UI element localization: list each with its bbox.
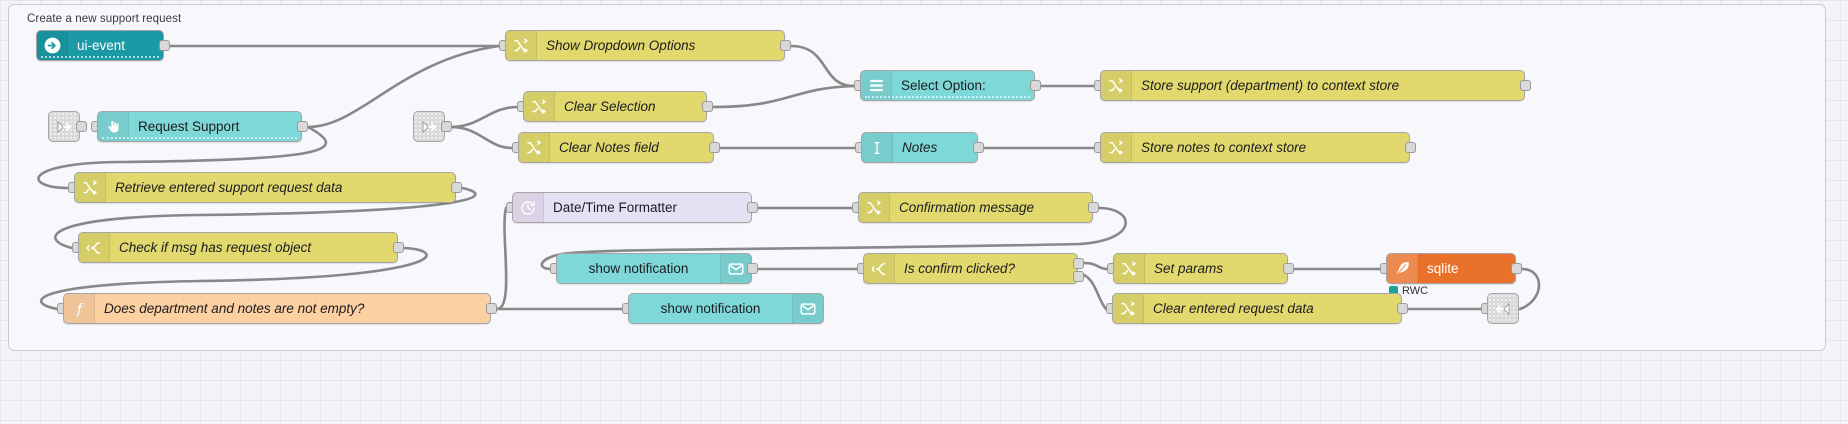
node-clear-entered-request-data[interactable]: Clear entered request data bbox=[1112, 293, 1402, 324]
node-label: Store notes to context store bbox=[1141, 140, 1307, 155]
change-icon bbox=[524, 92, 555, 121]
change-icon bbox=[506, 31, 537, 60]
node-is-confirm-clicked[interactable]: Is confirm clicked? bbox=[863, 253, 1078, 284]
node-label: Clear Notes field bbox=[559, 140, 659, 155]
feather-icon bbox=[1387, 254, 1418, 283]
change-icon bbox=[75, 173, 106, 202]
switch-icon bbox=[864, 254, 895, 283]
node-label: Does department and notes are not empty? bbox=[104, 301, 365, 316]
node-check-msg-request-object[interactable]: Check if msg has request object bbox=[78, 232, 398, 263]
change-icon bbox=[1101, 133, 1132, 162]
output-port[interactable] bbox=[1520, 80, 1531, 91]
link-in-node-request[interactable] bbox=[48, 111, 80, 142]
output-port[interactable] bbox=[1030, 80, 1041, 91]
node-label: Clear entered request data bbox=[1153, 301, 1314, 316]
node-label: Check if msg has request object bbox=[119, 240, 312, 255]
switch-icon bbox=[79, 233, 110, 262]
node-label: Set params bbox=[1154, 261, 1224, 276]
link-output-port[interactable] bbox=[76, 121, 87, 132]
node-label: Confirmation message bbox=[899, 200, 1035, 215]
node-notes[interactable]: Notes bbox=[861, 132, 978, 163]
group-label: Create a new support request bbox=[27, 13, 182, 25]
node-sqlite[interactable]: sqlite bbox=[1386, 253, 1516, 284]
link-in-node-clear[interactable] bbox=[413, 111, 445, 142]
function-icon: f bbox=[64, 294, 95, 323]
output-port[interactable] bbox=[393, 242, 404, 253]
node-set-params[interactable]: Set params bbox=[1113, 253, 1288, 284]
node-label: sqlite bbox=[1427, 261, 1459, 276]
output-port[interactable] bbox=[1397, 303, 1408, 314]
node-dashed-edge bbox=[102, 137, 297, 139]
node-label: ui-event bbox=[77, 38, 126, 53]
output-port[interactable] bbox=[747, 202, 758, 213]
output-port[interactable] bbox=[1511, 263, 1522, 274]
node-clear-notes-field[interactable]: Clear Notes field bbox=[518, 132, 714, 163]
node-store-notes-to-context[interactable]: Store notes to context store bbox=[1100, 132, 1410, 163]
envelope-icon bbox=[792, 294, 823, 323]
output-port-1[interactable] bbox=[1073, 258, 1084, 269]
node-confirmation-message[interactable]: Confirmation message bbox=[858, 192, 1093, 223]
text-cursor-icon bbox=[862, 133, 893, 162]
status-indicator bbox=[1389, 286, 1398, 295]
link-output-port[interactable] bbox=[441, 121, 452, 132]
link-out-node-end[interactable] bbox=[1487, 293, 1519, 324]
output-port[interactable] bbox=[159, 40, 170, 51]
output-port[interactable] bbox=[709, 142, 720, 153]
node-label: Clear Selection bbox=[564, 99, 656, 114]
status-label: RWC bbox=[1402, 285, 1429, 297]
change-icon bbox=[519, 133, 550, 162]
node-show-notification-2[interactable]: show notification bbox=[628, 293, 824, 324]
node-show-dropdown-options[interactable]: Show Dropdown Options bbox=[505, 30, 785, 61]
node-dashed-edge bbox=[41, 56, 159, 58]
node-label: Notes bbox=[902, 140, 938, 155]
output-port[interactable] bbox=[451, 182, 462, 193]
change-icon bbox=[1114, 254, 1145, 283]
node-dashed-edge bbox=[865, 96, 1030, 98]
node-ui-event[interactable]: ui-event bbox=[36, 30, 164, 61]
node-show-notification-1[interactable]: show notification bbox=[556, 253, 752, 284]
node-label: Date/Time Formatter bbox=[553, 200, 678, 215]
node-label: show notification bbox=[660, 301, 761, 316]
output-port[interactable] bbox=[973, 142, 984, 153]
node-clear-selection[interactable]: Clear Selection bbox=[523, 91, 707, 122]
node-label: Store support (department) to context st… bbox=[1141, 78, 1400, 93]
svg-text:f: f bbox=[75, 301, 84, 317]
node-label: Retrieve entered support request data bbox=[115, 180, 343, 195]
node-label: Select Option: bbox=[901, 78, 986, 93]
node-request-support[interactable]: Request Support bbox=[97, 111, 302, 142]
output-port[interactable] bbox=[1405, 142, 1416, 153]
pointer-hand-icon bbox=[98, 112, 129, 141]
output-port[interactable] bbox=[780, 40, 791, 51]
envelope-icon bbox=[720, 254, 751, 283]
clock-icon bbox=[513, 193, 544, 222]
output-port[interactable] bbox=[702, 101, 713, 112]
node-select-option[interactable]: Select Option: bbox=[860, 70, 1035, 101]
node-department-notes-not-empty[interactable]: f Does department and notes are not empt… bbox=[63, 293, 491, 324]
output-port-2[interactable] bbox=[1073, 271, 1084, 282]
node-store-support-to-context[interactable]: Store support (department) to context st… bbox=[1100, 70, 1525, 101]
output-port[interactable] bbox=[1088, 202, 1099, 213]
output-port[interactable] bbox=[486, 303, 497, 314]
node-label: Is confirm clicked? bbox=[904, 261, 1016, 276]
change-icon bbox=[859, 193, 890, 222]
node-retrieve-entered-data[interactable]: Retrieve entered support request data bbox=[74, 172, 456, 203]
change-icon bbox=[1101, 71, 1132, 100]
output-port[interactable] bbox=[747, 263, 758, 274]
output-port[interactable] bbox=[297, 121, 308, 132]
output-port[interactable] bbox=[1283, 263, 1294, 274]
node-datetime-formatter[interactable]: Date/Time Formatter bbox=[512, 192, 752, 223]
node-label: Request Support bbox=[138, 119, 240, 134]
dropdown-list-icon bbox=[861, 71, 892, 100]
node-label: Show Dropdown Options bbox=[546, 38, 696, 53]
arrow-circle-icon bbox=[37, 31, 68, 60]
change-icon bbox=[1113, 294, 1144, 323]
node-label: show notification bbox=[588, 261, 689, 276]
